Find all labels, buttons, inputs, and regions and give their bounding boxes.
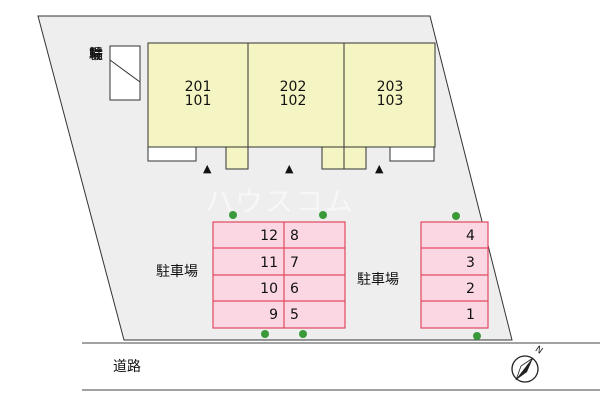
bicycle-parking-char: 駐: [89, 47, 103, 63]
unit-number-lower: 103: [376, 93, 404, 109]
parking-space-number: 3: [466, 255, 475, 271]
watermark: ハウスコム: [205, 185, 356, 218]
parking-lot-left: [212, 221, 346, 329]
bicycle-parking-diagonal: [109, 59, 141, 83]
entrance-marker-icon: ▲: [375, 162, 384, 175]
parking-space-number: 2: [466, 281, 475, 297]
bicycle-parking-area: [109, 45, 141, 101]
tree-icon: [473, 332, 481, 340]
parking-space-number: 9: [269, 307, 278, 323]
building-unit-2: [247, 42, 345, 148]
parking-space-number: 8: [290, 228, 299, 244]
parking-space-number: 6: [290, 281, 299, 297]
tree-icon: [229, 211, 237, 219]
unit-number-lower: 101: [184, 93, 212, 109]
parking-space-number: 11: [260, 255, 278, 271]
balcony-1: [147, 146, 197, 162]
building-unit-label: 202 102: [263, 80, 323, 108]
parking-space-number: 7: [290, 255, 299, 271]
bicycle-parking-char: 場: [89, 47, 103, 63]
tree-icon: [452, 212, 460, 220]
apartment-building: [147, 42, 436, 170]
parking-space-number: 12: [260, 228, 278, 244]
road-label: 道路: [113, 359, 141, 375]
parking-space-number: 1: [466, 307, 475, 323]
unit-number-upper: 201: [184, 79, 212, 95]
entrance-marker-icon: ▲: [203, 162, 212, 175]
building-bump-3: [343, 146, 367, 170]
parking-right-label: 駐車場: [357, 272, 399, 288]
svg-text:N: N: [533, 345, 544, 357]
parking-left-label: 駐車場: [156, 264, 198, 280]
parking-space-number: 5: [290, 307, 299, 323]
unit-number-lower: 102: [279, 93, 307, 109]
parking-space-number: 10: [260, 281, 278, 297]
building-unit-label: 203 103: [360, 80, 420, 108]
building-unit-label: 201 101: [168, 80, 228, 108]
bicycle-parking-char: 輪: [89, 47, 103, 63]
unit-number-upper: 203: [376, 79, 404, 95]
north-compass-icon: N: [511, 345, 544, 383]
tree-icon: [319, 211, 327, 219]
tree-icon: [299, 330, 307, 338]
parking-space-number: 4: [466, 228, 475, 244]
tree-icon: [261, 330, 269, 338]
entrance-marker-icon: ▲: [285, 162, 294, 175]
building-bump-2: [321, 146, 345, 170]
building-bump-1: [225, 146, 249, 170]
parking-lot-right: [420, 221, 489, 329]
balcony-3: [389, 146, 435, 162]
unit-number-upper: 202: [279, 79, 307, 95]
